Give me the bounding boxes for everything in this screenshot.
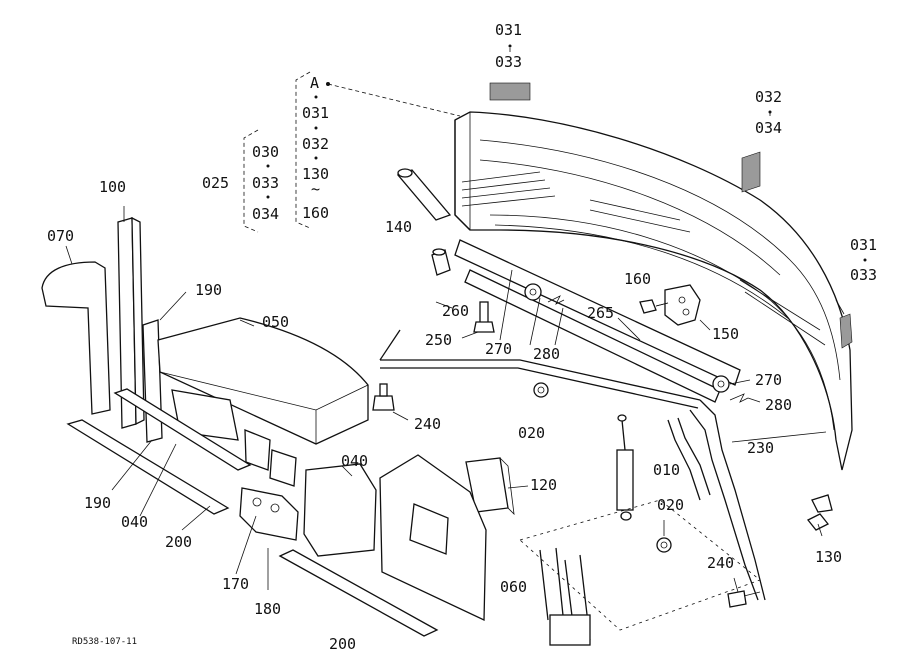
label-033-side: 033: [850, 266, 877, 284]
decal-031-033-side: [839, 313, 853, 349]
gas-strut-010: [616, 414, 634, 521]
label-270-upper: 270: [485, 340, 512, 358]
label-240-upper: 240: [414, 415, 441, 433]
label-200-left: 200: [165, 533, 192, 551]
washer-270: [524, 283, 730, 393]
pad-040-left: [303, 463, 377, 557]
label-240-lower: 240: [707, 554, 734, 572]
label-120: 120: [530, 476, 557, 494]
block-190: [142, 319, 163, 443]
label-170: 170: [222, 575, 249, 593]
decal-032-034: [741, 151, 761, 193]
panel-070: [41, 261, 111, 415]
frame-060: [519, 499, 761, 646]
label-230: 230: [747, 439, 774, 457]
cover-120: [465, 457, 515, 516]
pin-280: [547, 295, 749, 403]
label-260: 260: [442, 302, 469, 320]
label-150: 150: [712, 325, 739, 343]
label-190-lower: 190: [84, 494, 111, 512]
hinge-bracket-150: [664, 284, 701, 326]
strip-200-bottom: [278, 549, 439, 637]
label-060: 060: [500, 578, 527, 596]
label-100: 100: [99, 178, 126, 196]
label-160: 160: [624, 270, 651, 288]
label-031-side: 031: [850, 236, 877, 254]
strip-190-lower: [113, 388, 252, 471]
label-190-upper: 190: [195, 281, 222, 299]
label-032-right: 032: [755, 88, 782, 106]
label-040-right: 040: [341, 452, 368, 470]
bolt-160: [639, 299, 669, 314]
label-020-upper: 020: [518, 424, 545, 442]
cushion-050: [157, 317, 369, 445]
label-030: 030: [252, 143, 279, 161]
bracket-170: [239, 487, 299, 541]
group-bracket-a: [295, 71, 311, 229]
label-160-stack: 160: [302, 204, 329, 222]
label-130-stack: 130: [302, 165, 329, 183]
label-070: 070: [47, 227, 74, 245]
label-033-top: 033: [495, 53, 522, 71]
label-050: 050: [262, 313, 289, 331]
grille-slots: [461, 171, 826, 346]
stack-dots: [266, 44, 867, 262]
label-034-right: 034: [755, 119, 782, 137]
bonnet-hood: [454, 111, 853, 471]
label-031-stack: 031: [302, 104, 329, 122]
strip-200-left: [66, 419, 230, 515]
label-265: 265: [587, 304, 614, 322]
label-033-group: 033: [252, 174, 279, 192]
label-200-bottom: 200: [329, 635, 356, 653]
bolt-250: [473, 301, 495, 333]
post-100: [117, 216, 145, 429]
label-250: 250: [425, 331, 452, 349]
label-270-lower: 270: [755, 371, 782, 389]
label-A: A: [310, 74, 319, 92]
drawing-ref-code: RD538-107-11: [72, 637, 137, 647]
leader-lines: [65, 48, 845, 593]
range-tilde: ~: [311, 180, 320, 198]
part-labels: 031 033 032 034 031 033 A 031 032 130 16…: [47, 21, 877, 653]
pin-260: [431, 248, 451, 276]
group-bracket-025: [243, 129, 259, 233]
panel-060: [379, 454, 487, 622]
pipe-140: [396, 168, 452, 221]
bolt-240-upper: [372, 383, 395, 411]
label-280-upper: 280: [533, 345, 560, 363]
label-031-top: 031: [495, 21, 522, 39]
nut-020-upper: [533, 382, 549, 398]
label-020-lower: 020: [657, 496, 684, 514]
label-140: 140: [385, 218, 412, 236]
decal-031-033: [489, 82, 531, 101]
label-280-lower: 280: [765, 396, 792, 414]
label-034-group: 034: [252, 205, 279, 223]
label-010: 010: [653, 461, 680, 479]
label-130: 130: [815, 548, 842, 566]
label-032-stack: 032: [302, 135, 329, 153]
label-180: 180: [254, 600, 281, 618]
bolt-240-lower: [727, 590, 761, 608]
label-025: 025: [202, 174, 229, 192]
nut-020-lower: [656, 537, 672, 553]
label-040-left: 040: [121, 513, 148, 531]
hood-frame: [379, 239, 766, 601]
latch-130: [806, 494, 833, 531]
